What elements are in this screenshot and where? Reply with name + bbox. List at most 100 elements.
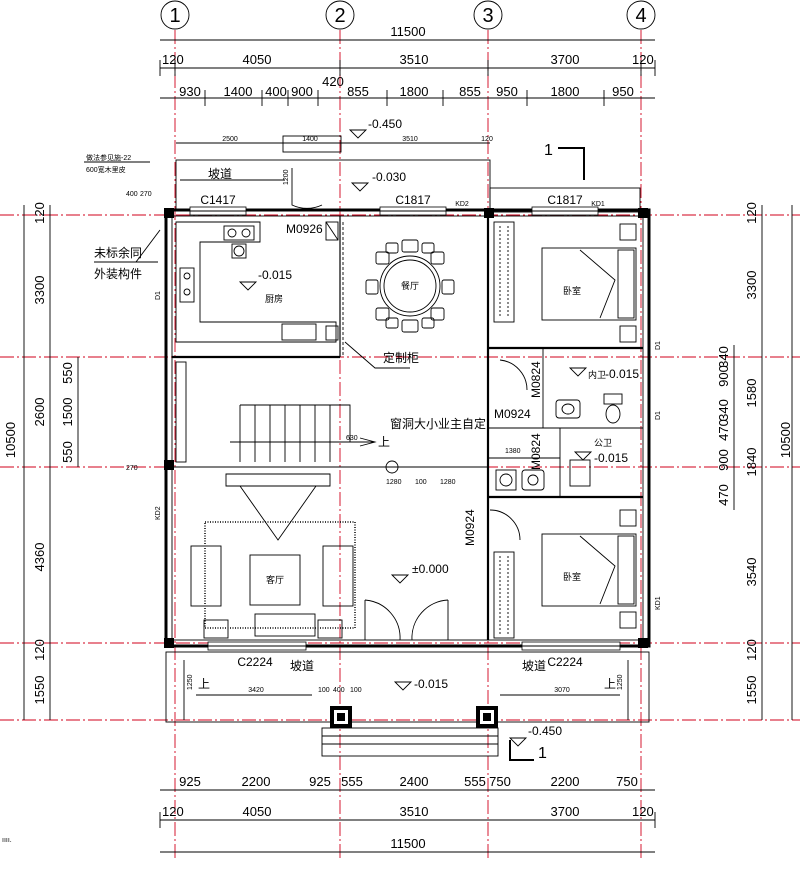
dim-total-left: 10500 <box>3 422 18 458</box>
dim-top2-4: 855 <box>347 84 369 99</box>
dim-150-a: 270 <box>140 191 152 198</box>
level-porch-back: -0.030 <box>372 170 406 184</box>
dim-left-3: 4360 <box>32 543 47 572</box>
level-front-step: -0.450 <box>528 724 562 738</box>
bedroom-2: 卧室 <box>493 509 637 639</box>
dim-top2-6: 855 <box>459 84 481 99</box>
bathrooms: M0824 M0924 M0824 内卫 -0.015 公卫 -0.015 13… <box>488 348 643 499</box>
dim-bot1-1: 2200 <box>242 774 271 789</box>
dim-top-420: 420 <box>322 74 344 89</box>
room-bath-inner: 内卫 <box>588 369 606 380</box>
section-mark-top: 1 <box>544 142 553 159</box>
dim-100-a: 100 <box>318 687 330 694</box>
dim-top2-0: 930 <box>179 84 201 99</box>
dim-3070: 3070 <box>554 687 570 694</box>
axis-bubbles: 1 2 3 4 <box>160 0 656 30</box>
window-c1417: C1417 <box>200 193 236 207</box>
d1-left: D1 <box>155 291 162 300</box>
dim-right-3: 1840 <box>744 448 759 477</box>
side-notes: 做法参见施-22 600宽木里皮 400 270 270 未标余同 外装构件 <box>84 153 161 472</box>
dim-1380: 1380 <box>505 448 521 455</box>
window-c2224-a: C2224 <box>237 655 273 669</box>
dim-bot2-4: 120 <box>632 804 654 819</box>
right-dimensions: 10500 120 3300 1580 1840 3540 120 1550 3… <box>716 202 793 720</box>
level-porch-top: -0.450 <box>368 117 402 131</box>
dim-bot2-3: 3700 <box>551 804 580 819</box>
dim-porch-0: 2500 <box>222 136 238 143</box>
note-side-2: 外装构件 <box>94 266 142 281</box>
dim-right-inner-1: 900 <box>716 365 731 387</box>
level-kitchen: -0.015 <box>258 268 292 282</box>
room-living: 客厅 <box>266 574 284 585</box>
kd2-top: KD2 <box>455 201 469 208</box>
axis-label-2: 2 <box>334 5 345 27</box>
dim-bot2-0: 120 <box>162 804 184 819</box>
top-dimensions: 11500 120 4050 3510 3700 120 420 930 140… <box>159 24 656 106</box>
dim-right-0: 120 <box>744 202 759 224</box>
dim-left-0: 120 <box>32 202 47 224</box>
dim-3420: 3420 <box>248 687 264 694</box>
dim-right-inner-0: 340 <box>716 346 731 368</box>
dim-bot1-7: 2200 <box>551 774 580 789</box>
dim-total-bottom: 11500 <box>390 836 425 851</box>
dim-270-a: 400 <box>126 191 138 198</box>
dim-bot1-6: 750 <box>489 774 511 789</box>
door-m0924-b: M0924 <box>463 509 477 546</box>
note-top-1: 做法参见施-22 <box>86 153 131 162</box>
dim-top1-1: 4050 <box>243 52 272 67</box>
note-side-1: 未标余同 <box>94 245 142 260</box>
dim-bot2-1: 4050 <box>243 804 272 819</box>
dim-right-inner-2: 340 <box>716 399 731 421</box>
window-c1817-b: C1817 <box>547 193 583 207</box>
kd1-top: KD1 <box>591 201 605 208</box>
dim-right-inner-5: 470 <box>716 484 731 506</box>
dim-top2-2: 400 <box>265 84 287 99</box>
window-c1817-a: C1817 <box>395 193 431 207</box>
dim-bot1-8: 750 <box>616 774 638 789</box>
dim-top1-2: 3510 <box>400 52 429 67</box>
door-m0926: M0926 <box>286 222 323 236</box>
up-right: 上 <box>604 677 616 691</box>
room-kitchen: 厨房 <box>265 293 283 304</box>
dim-top1-0: 120 <box>162 52 184 67</box>
section-mark-bottom: 1 <box>538 745 547 762</box>
dim-bot1-0: 925 <box>179 774 201 789</box>
kitchen: -0.015 厨房 M0926 <box>172 216 341 359</box>
door-m0924-a: M0924 <box>494 407 531 421</box>
dim-100-c: 100 <box>350 687 362 694</box>
axis-label-4: 4 <box>635 5 646 27</box>
label-window-note: 窗洞大小业主自定 <box>390 416 486 431</box>
dim-1280-b: 1280 <box>440 479 456 486</box>
dim-630: 630 <box>346 435 358 442</box>
door-m0824-a: M0824 <box>529 361 543 398</box>
dim-top2-1: 1400 <box>224 84 253 99</box>
dim-left-inner-1: 1500 <box>60 398 75 427</box>
dim-total-top: 11500 <box>390 24 425 39</box>
dim-right-1: 3300 <box>744 271 759 300</box>
d1-right-b: D1 <box>655 411 662 420</box>
dim-top2-8: 1800 <box>551 84 580 99</box>
dim-porch-3: 120 <box>481 136 493 143</box>
dim-porch-2: 3510 <box>402 136 418 143</box>
dim-bot1-2: 925 <box>309 774 331 789</box>
level-bath-1: -0.015 <box>605 367 639 381</box>
note-top-2: 600宽木里皮 <box>86 165 126 174</box>
dim-left-inner-0: 550 <box>60 362 75 384</box>
dim-porch-1: 1400 <box>302 136 318 143</box>
dim-1280-a: 1280 <box>386 479 402 486</box>
dim-bot2-2: 3510 <box>400 804 429 819</box>
dim-left-4: 120 <box>32 639 47 661</box>
stair-hall: 上 630 窗洞大小业主自定 1280 100 1280 <box>172 361 488 486</box>
front-porch: 1250 1250 坡道 坡道 上 上 3420 3070 100 400 10… <box>165 651 650 762</box>
dim-right-inner-4: 900 <box>716 449 731 471</box>
dim-right-5: 120 <box>744 639 759 661</box>
dim-top2-5: 1800 <box>400 84 429 99</box>
dim-top1-4: 120 <box>632 52 654 67</box>
dim-left-2: 2600 <box>32 398 47 427</box>
dim-400-a: 400 <box>333 687 345 694</box>
dim-270-b: 270 <box>126 465 138 472</box>
level-bath-2: -0.015 <box>594 451 628 465</box>
dim-bot1-5: 555 <box>464 774 486 789</box>
stair-up: 上 <box>378 435 390 449</box>
